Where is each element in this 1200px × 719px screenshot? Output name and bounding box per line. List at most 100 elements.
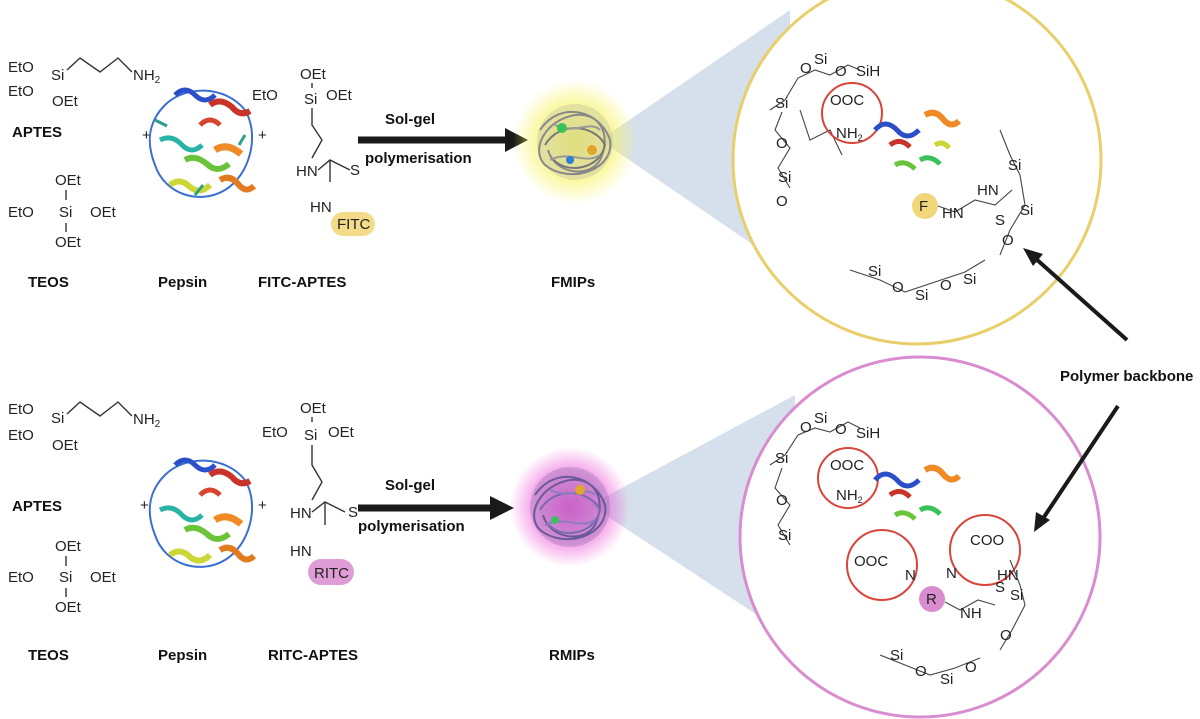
oet-label: OEt bbox=[90, 204, 117, 221]
svg-text:O: O bbox=[776, 492, 788, 509]
oet-label: OEt bbox=[55, 172, 82, 189]
fitc-label: FITC bbox=[337, 216, 370, 233]
ritc-apts-structure: OEt EtO Si OEt HN S HN RITC bbox=[262, 400, 358, 585]
svg-text:O: O bbox=[940, 277, 952, 294]
aptes-label: APTES bbox=[12, 124, 62, 141]
si-label: Si bbox=[59, 204, 72, 221]
oet-label: OEt bbox=[55, 538, 82, 555]
rmip-inset-content: O Si O SiH Si O Si OOC NH2 OOC N COO bbox=[769, 410, 1026, 688]
aptes-structure-top: EtO Si EtO OEt NH2 bbox=[8, 57, 161, 110]
arrow-text-2: polymerisation bbox=[365, 150, 472, 167]
teos-label: TEOS bbox=[28, 274, 69, 291]
top-row: EtO Si EtO OEt NH2 APTES OEt EtO Si OEt … bbox=[8, 0, 1103, 346]
oet-label: OEt bbox=[328, 424, 355, 441]
bottom-row: EtO Si EtO OEt NH2 APTES OEt EtO Si OEt … bbox=[8, 355, 1102, 719]
pepsin-protein-top bbox=[148, 87, 257, 198]
pointer-arrow-up bbox=[1033, 256, 1129, 342]
nh2-label: NH2 bbox=[133, 411, 161, 430]
svg-text:O: O bbox=[835, 63, 847, 80]
svg-text:Si: Si bbox=[868, 263, 881, 280]
svg-text:N: N bbox=[905, 567, 916, 584]
si-label: Si bbox=[304, 91, 317, 108]
eto-label: EtO bbox=[262, 424, 288, 441]
eto-label: EtO bbox=[8, 59, 34, 76]
arrow-text-1: Sol-gel bbox=[385, 477, 435, 494]
svg-text:Si: Si bbox=[778, 169, 791, 186]
svg-text:HN: HN bbox=[997, 567, 1019, 584]
svg-text:O: O bbox=[1000, 627, 1012, 644]
nh2-label: NH2 bbox=[836, 487, 863, 505]
si-label: Si bbox=[304, 427, 317, 444]
fmip-inset bbox=[731, 0, 1103, 346]
hn-label: HN bbox=[290, 543, 312, 560]
svg-text:S: S bbox=[995, 212, 1005, 229]
nh2-label: NH2 bbox=[836, 125, 863, 143]
svg-text:O: O bbox=[892, 279, 904, 296]
eto-label: EtO bbox=[8, 569, 34, 586]
oet-label: OEt bbox=[52, 93, 79, 110]
propyl-chain bbox=[66, 57, 133, 73]
propyl-chain bbox=[66, 401, 133, 417]
oet-label: OEt bbox=[55, 234, 82, 251]
svg-text:F: F bbox=[919, 198, 928, 215]
svg-text:O: O bbox=[965, 659, 977, 676]
eto-label: EtO bbox=[8, 427, 34, 444]
svg-text:O: O bbox=[1002, 232, 1014, 249]
svg-text:Si: Si bbox=[1008, 157, 1021, 174]
si-label: Si bbox=[59, 569, 72, 586]
plus-sign: + bbox=[258, 127, 267, 144]
oet-label: OEt bbox=[90, 569, 117, 586]
svg-text:HN: HN bbox=[942, 205, 964, 222]
svg-text:O: O bbox=[800, 60, 812, 77]
svg-text:Si: Si bbox=[890, 647, 903, 664]
svg-text:R: R bbox=[926, 591, 937, 608]
svg-text:HN: HN bbox=[977, 182, 999, 199]
rmip-halo bbox=[510, 447, 630, 567]
svg-text:S: S bbox=[995, 579, 1005, 596]
oet-label: OEt bbox=[300, 66, 327, 83]
pointer-arrow-down bbox=[1040, 404, 1120, 522]
hn-label: HN bbox=[290, 505, 312, 522]
svg-text:Si: Si bbox=[775, 95, 788, 112]
fmip-particle bbox=[537, 104, 613, 180]
teos-structure-top: OEt EtO Si OEt OEt bbox=[8, 172, 117, 251]
svg-text:O: O bbox=[776, 193, 788, 210]
svg-text:COO: COO bbox=[970, 532, 1004, 549]
si-label: Si bbox=[51, 67, 64, 84]
svg-text:OOC: OOC bbox=[830, 457, 864, 474]
pepsin-label: Pepsin bbox=[158, 274, 207, 291]
svg-text:O: O bbox=[915, 663, 927, 680]
polymer-backbone-annotation: Polymer backbone bbox=[1023, 248, 1193, 532]
svg-text:O: O bbox=[776, 135, 788, 152]
aptes-structure-bottom: EtO Si EtO OEt NH2 bbox=[8, 401, 161, 454]
polymer-backbone-label: Polymer backbone bbox=[1060, 368, 1193, 385]
svg-text:Si: Si bbox=[940, 671, 953, 688]
teos-label: TEOS bbox=[28, 647, 69, 664]
ritc-apts-label: RITC-APTES bbox=[268, 647, 358, 664]
hn-label: HN bbox=[310, 199, 332, 216]
eto-label: EtO bbox=[8, 83, 34, 100]
s-label: S bbox=[350, 162, 360, 179]
svg-text:O: O bbox=[800, 419, 812, 436]
arrow-text-1: Sol-gel bbox=[385, 111, 435, 128]
teos-structure-bottom: OEt EtO Si OEt OEt bbox=[8, 538, 117, 616]
svg-text:Si: Si bbox=[1010, 587, 1023, 604]
svg-text:Si: Si bbox=[775, 450, 788, 467]
svg-text:N: N bbox=[946, 565, 957, 582]
propyl-chain bbox=[311, 108, 323, 159]
hn-label: HN bbox=[296, 163, 318, 180]
svg-text:Si: Si bbox=[814, 410, 827, 427]
svg-text:Si: Si bbox=[814, 51, 827, 68]
eto-label: EtO bbox=[8, 401, 34, 418]
pepsin-protein-bottom bbox=[148, 457, 257, 568]
svg-text:SiH: SiH bbox=[856, 425, 880, 442]
si-label: Si bbox=[51, 410, 64, 427]
svg-text:NH: NH bbox=[960, 605, 982, 622]
rmip-particle bbox=[530, 467, 610, 547]
s-label: S bbox=[348, 504, 358, 521]
eto-label: EtO bbox=[252, 87, 278, 104]
plus-sign: + bbox=[258, 497, 267, 514]
arrow-text-2: polymerisation bbox=[358, 518, 465, 535]
rmip-inset bbox=[738, 355, 1102, 719]
